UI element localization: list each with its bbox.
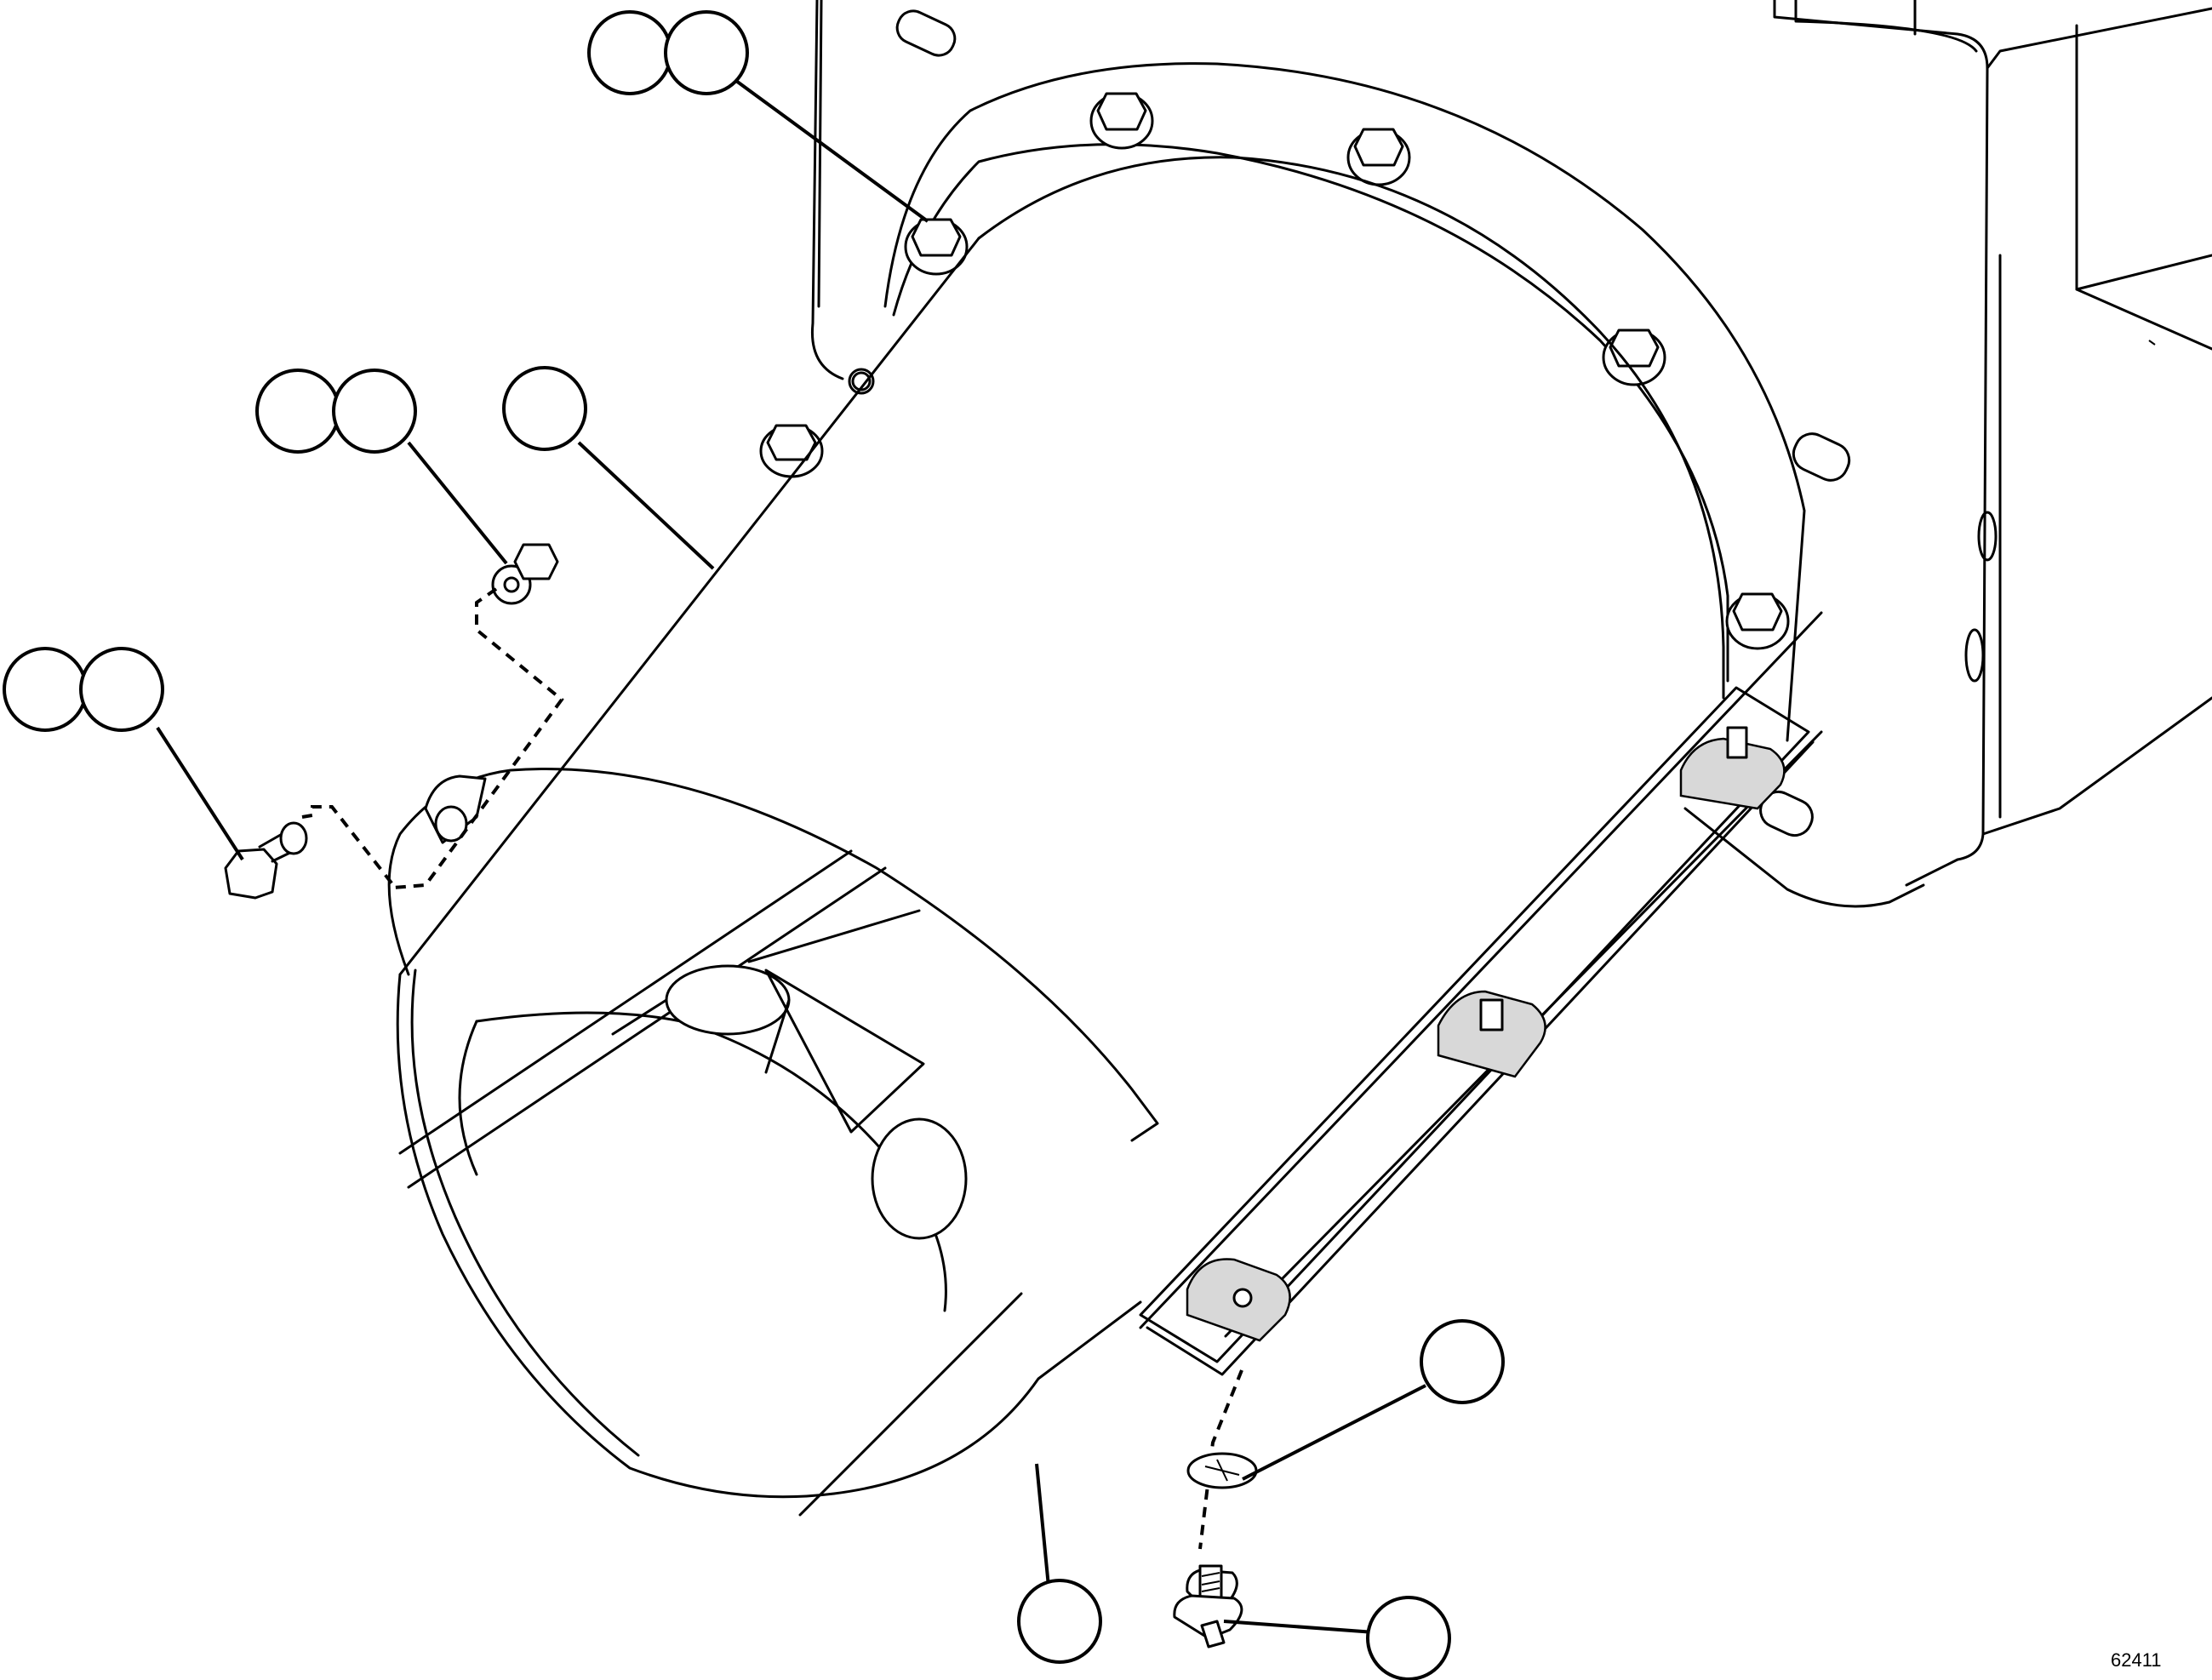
callout-bubble xyxy=(587,10,672,95)
callout-bubble xyxy=(255,369,340,454)
mounting-plate xyxy=(810,0,1925,908)
callout-bubble xyxy=(332,369,417,454)
nut-and-washer xyxy=(491,543,559,605)
callout-bubble xyxy=(1420,1319,1505,1404)
gearbox-housing xyxy=(1773,0,2212,887)
assembly-paths xyxy=(301,587,1243,1550)
flange-bolt-2 xyxy=(1346,128,1411,186)
flange-bolts xyxy=(759,92,1790,650)
callout-bubble xyxy=(1366,1596,1451,1680)
flange-bolt-6 xyxy=(759,424,824,478)
side-lug xyxy=(424,774,487,844)
callout-lower-shroud xyxy=(1017,1579,1102,1664)
callout-bubble xyxy=(502,366,587,451)
callout-top-flange-bolt-pair xyxy=(587,10,749,95)
callout-washer xyxy=(1420,1319,1505,1404)
left-bolt xyxy=(224,821,308,900)
callout-leaders xyxy=(156,79,1426,1634)
flange-bolt-1 xyxy=(1089,92,1154,150)
callout-bubble xyxy=(1017,1579,1102,1664)
flange-bolt-3 xyxy=(904,218,969,276)
callout-bubble xyxy=(664,10,749,95)
shroud-body xyxy=(387,156,1823,1499)
bottom-strap xyxy=(1139,686,1815,1376)
callout-shroud-body xyxy=(502,366,587,451)
callout-bubble xyxy=(79,647,164,732)
callout-bubble xyxy=(3,647,88,732)
callout-screw xyxy=(1366,1596,1451,1680)
callout-mid-nut-pair xyxy=(255,369,417,454)
auger-shaft xyxy=(398,849,1023,1517)
flange-ring xyxy=(883,62,1806,742)
figure-number: 62411 xyxy=(2111,1649,2162,1671)
flange-bolt-5 xyxy=(1725,592,1790,650)
flange-bolt-7 xyxy=(851,371,872,391)
flange-bolt-4 xyxy=(1602,329,1666,386)
callout-left-bolt-pair xyxy=(3,647,164,732)
washer-and-screw xyxy=(1173,1452,1258,1649)
